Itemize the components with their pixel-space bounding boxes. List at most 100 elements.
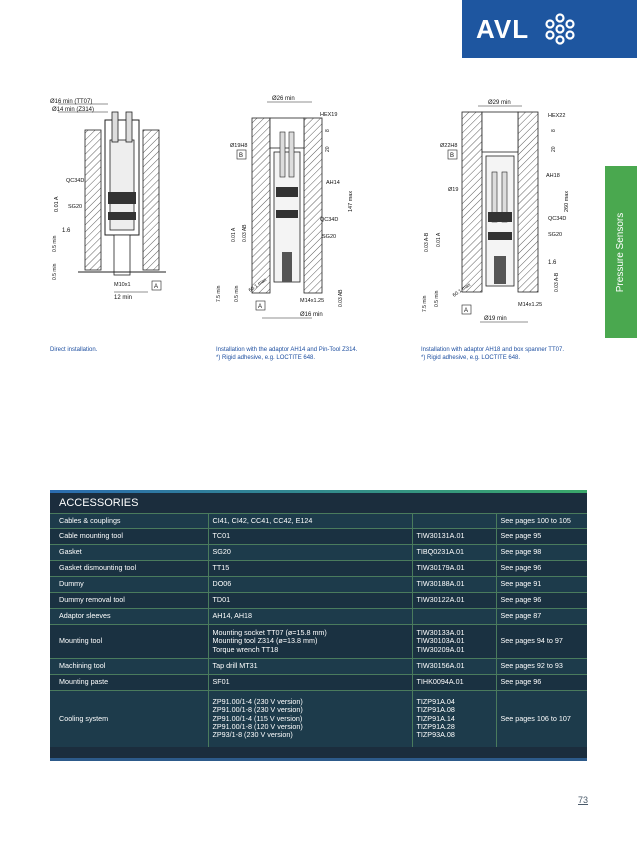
dim-label: 20 xyxy=(551,146,557,152)
dim-label: Ø22H8 xyxy=(440,143,457,149)
accessory-item: Mounting socket TT07 (ø=15.8 mm)Mounting… xyxy=(207,624,412,659)
dim-label: 8 xyxy=(325,129,331,132)
accessory-page-ref[interactable]: See page 87 xyxy=(495,608,587,625)
dim-label: 0.03 A-B xyxy=(554,272,560,292)
avl-logo: AVL xyxy=(462,0,637,58)
accessory-row: Mounting paste SF01 TIHK0094A.01 See page 9… xyxy=(50,674,587,691)
accessory-page-ref[interactable]: See page 96 xyxy=(495,560,587,577)
dim-label: 260 max xyxy=(564,191,570,212)
accessory-item-line: AH14, AH18 xyxy=(212,611,253,621)
accessory-code-line: TIZP93A.08 xyxy=(416,730,455,740)
dim-label: AH14 xyxy=(326,180,340,186)
dim-label: 0.5 min xyxy=(52,235,58,252)
dim-label: 0.5 min xyxy=(234,285,240,302)
accessory-page-ref[interactable]: See page 96 xyxy=(495,592,587,609)
accessory-name: Machining tool xyxy=(50,658,208,675)
dim-label: 0.03 AB xyxy=(338,289,344,307)
accessory-code: TIW30179A.01 xyxy=(411,560,496,577)
dim-label: SG20 xyxy=(322,234,336,240)
caption-footnote: *) Rigid adhesive, e.g. LOCTITE 648. xyxy=(421,355,521,361)
accessory-item-line: Tap drill MT31 xyxy=(212,661,258,671)
accessory-item: DO06 xyxy=(207,576,412,593)
caption-text: Installation with adaptor AH18 and box s… xyxy=(421,347,564,353)
accessory-page-ref[interactable]: See pages 106 to 107 xyxy=(495,690,587,747)
accessory-item-line: TC01 xyxy=(212,531,231,541)
accessory-code-line: TIW30122A.01 xyxy=(416,595,465,605)
accessory-name: Mounting paste xyxy=(50,674,208,691)
drawing-adaptor-ah18: Ø29 min HEX22 Ø22H8 B 8 20 Ø19 AH18 260 … xyxy=(422,100,570,323)
accessory-code-line: TIZP91A.04 xyxy=(416,696,455,706)
datum-label: B xyxy=(239,153,243,159)
accessory-code-line: TIW30103A.01 xyxy=(416,636,465,646)
accessory-item-line: Mounting tool Z314 (ø=13.8 mm) xyxy=(212,636,318,646)
datum-label: A xyxy=(464,308,468,314)
accessory-item: Tap drill MT31 xyxy=(207,658,412,675)
accessory-code-line: TIBQ0231A.01 xyxy=(416,547,465,557)
datum-label: A xyxy=(258,304,262,310)
accessory-name: Adaptor sleeves xyxy=(50,608,208,625)
accessory-item: TC01 xyxy=(207,528,412,545)
accessory-name: Cable mounting tool xyxy=(50,528,208,545)
accessory-item-line: Mounting socket TT07 (ø=15.8 mm) xyxy=(212,627,327,637)
dim-label: Ø16 min (TT07) xyxy=(50,99,92,105)
dim-label: Ø19H8 xyxy=(230,143,247,149)
accessory-name: Gasket xyxy=(50,544,208,561)
accessory-page-ref[interactable]: See page 96 xyxy=(495,674,587,691)
dim-label: 0.03 AB xyxy=(242,224,248,242)
dim-label: 7.5 min xyxy=(216,285,222,302)
dim-label: 8 xyxy=(551,129,557,132)
accessory-code: TIHK0094A.01 xyxy=(411,674,496,691)
avl-logo-icon xyxy=(545,13,575,45)
accessory-page-ref[interactable]: See pages 92 to 93 xyxy=(495,658,587,675)
dim-label: QC34D xyxy=(548,216,566,222)
brand-name: AVL xyxy=(476,13,530,44)
dim-label: QC34D xyxy=(66,178,84,184)
accessory-item-line: TD01 xyxy=(212,595,231,605)
accessory-item-line: SG20 xyxy=(212,547,231,557)
dim-label: Ø26 min xyxy=(272,96,295,102)
dim-label: 0.5 min xyxy=(52,263,58,280)
dim-label: 12 min xyxy=(114,295,132,301)
dim-label: AH18 xyxy=(546,173,560,179)
accessory-code-line: TIZP91A.28 xyxy=(416,721,455,731)
accessory-page-ref[interactable]: See pages 100 to 105 xyxy=(495,513,587,529)
dim-label: 0.01 A xyxy=(54,196,60,212)
accessories-top-rule xyxy=(50,490,587,493)
datum-label: B xyxy=(450,153,454,159)
accessory-code-line: TIZP91A.08 xyxy=(416,705,455,715)
accessory-code: TIW30131A.01 xyxy=(411,528,496,545)
dim-label: 1.6 xyxy=(548,260,557,266)
accessory-code-line: TIW30179A.01 xyxy=(416,563,465,573)
accessory-name: Cooling system xyxy=(50,690,208,747)
caption-ah18: Installation with adaptor AH18 and box s… xyxy=(421,346,564,362)
caption-ah14: Installation with the adaptor AH14 and P… xyxy=(216,346,357,362)
dim-label: Ø16 min xyxy=(300,312,323,318)
caption-footnote: *) Rigid adhesive, e.g. LOCTITE 648. xyxy=(216,355,316,361)
accessory-code xyxy=(411,513,496,529)
accessories-bottom-rule xyxy=(50,758,587,761)
accessory-item-line: DO06 xyxy=(212,579,232,589)
accessory-row: Machining tool Tap drill MT31 TIW30156A.01… xyxy=(50,658,587,675)
accessory-page-ref[interactable]: See page 98 xyxy=(495,544,587,561)
accessory-item: TD01 xyxy=(207,592,412,609)
drawing-adaptor-ah14: Ø26 min HEX19 Ø19H8 B 8 20 147 max AH14 … xyxy=(216,96,354,319)
accessory-item: SG20 xyxy=(207,544,412,561)
dim-label: Ø19 xyxy=(448,187,458,193)
accessory-code-line: TIHK0094A.01 xyxy=(416,677,464,687)
accessory-page-ref[interactable]: See page 95 xyxy=(495,528,587,545)
accessory-code-line: TIW30131A.01 xyxy=(416,531,465,541)
accessory-page-ref[interactable]: See page 91 xyxy=(495,576,587,593)
accessory-item: CI41, CI42, CC41, CC42, E124 xyxy=(207,513,412,529)
accessory-page-ref[interactable]: See pages 94 to 97 xyxy=(495,624,587,659)
dim-label: 20 xyxy=(325,146,331,152)
pressure-sensors-tab[interactable]: Pressure Sensors xyxy=(605,166,637,338)
accessory-item: SF01 xyxy=(207,674,412,691)
accessory-code: TIW30156A.01 xyxy=(411,658,496,675)
accessory-item-line: SF01 xyxy=(212,677,230,687)
accessory-item-line: ZP91.00/1-8 (230 V version) xyxy=(212,705,303,715)
